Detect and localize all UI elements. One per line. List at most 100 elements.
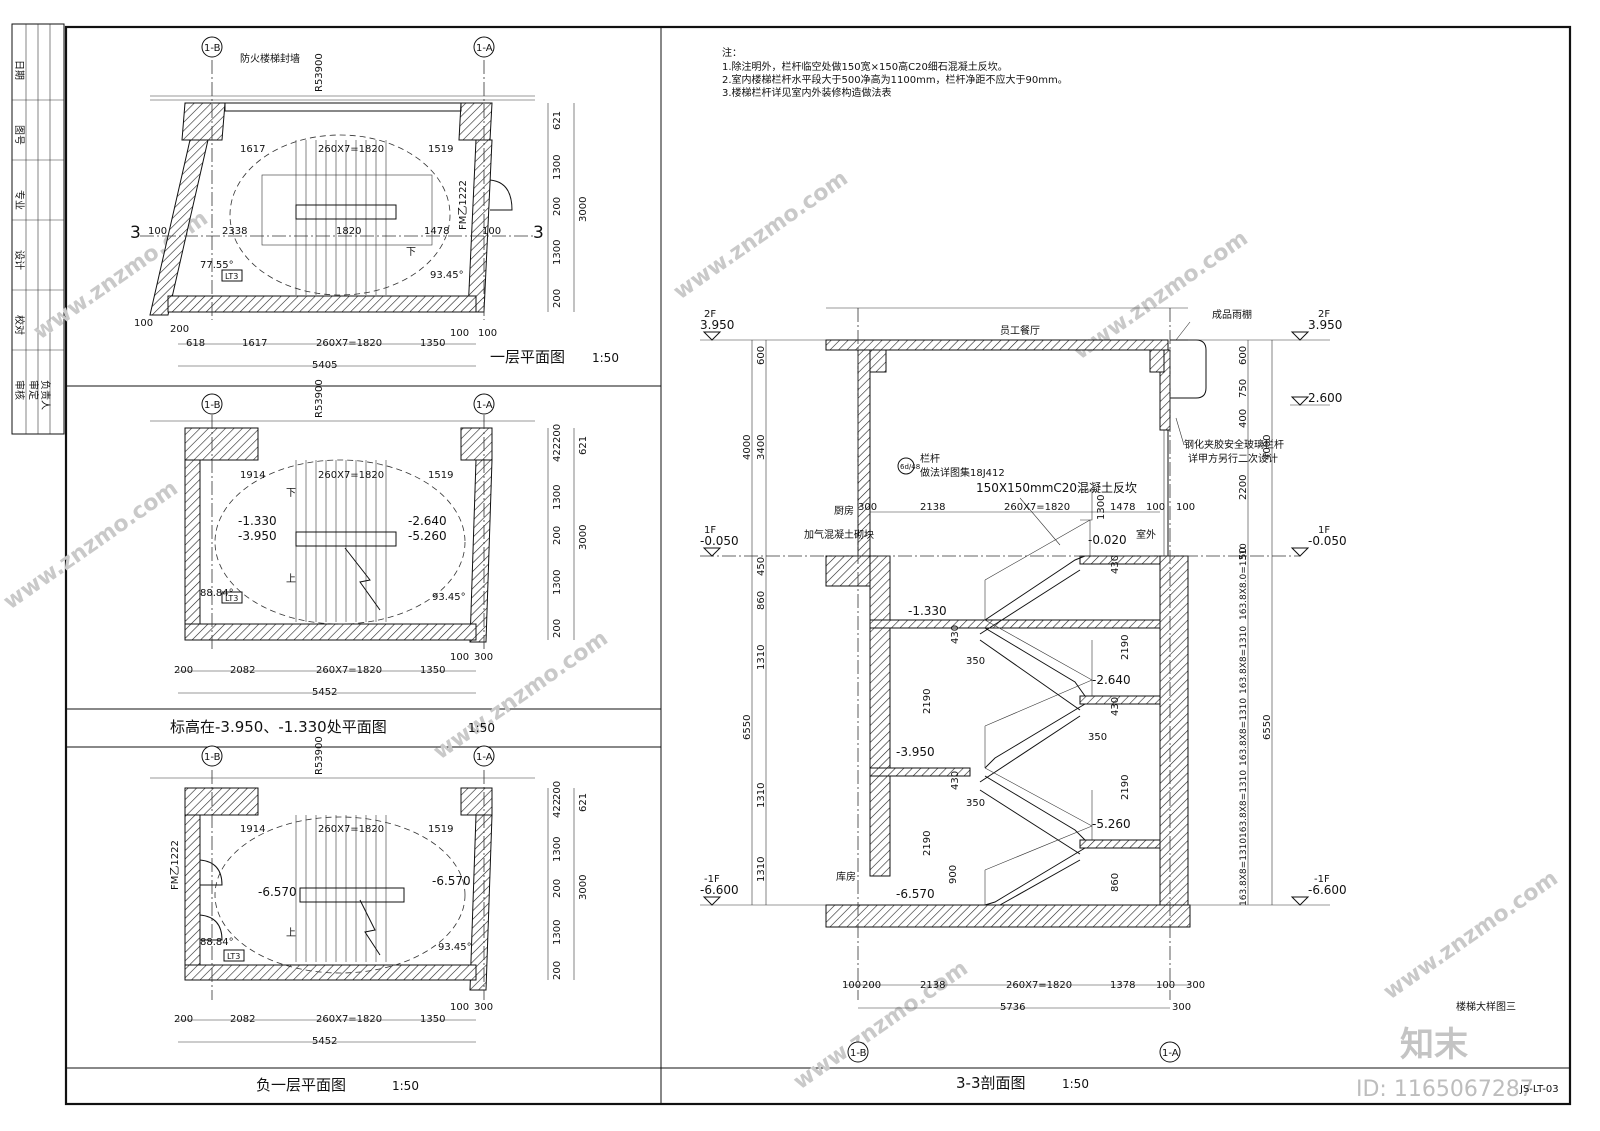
direction-mark: 下 (286, 488, 296, 499)
dim-text: 2138 (920, 980, 945, 991)
dim-text: 422 (552, 799, 563, 818)
id-label: ID: 1165067287 (1356, 1077, 1534, 1102)
section-mark: 3 (130, 223, 141, 243)
dim-text: 100 (1156, 980, 1175, 991)
dim-text: 3000 (578, 875, 589, 900)
grid-label: 1-A (476, 752, 493, 763)
level-text: -1.330 (908, 604, 947, 618)
tb-row: 审核 (13, 380, 26, 400)
plan-basement: 1-B 1-A R53900 1914 260X7=1820 1519 FM乙1… (150, 736, 589, 1094)
page-code: JS-LT-03 (1519, 1084, 1559, 1095)
dim-text: 1478 (1110, 502, 1135, 513)
angle-text: 77.55° (200, 260, 234, 271)
dim-text: 1350 (420, 665, 445, 676)
dim-total: 5736 (1000, 1002, 1025, 1013)
drawing-title: 楼梯大样图三 (1456, 1000, 1516, 1013)
dim-text: 2190 (922, 831, 933, 856)
level-text: -5.260 (1092, 817, 1131, 831)
dim-text: 1300 (552, 920, 563, 945)
angle-text: 93.45° (432, 592, 466, 603)
dim-text: 2190 (1120, 775, 1131, 800)
dim-text: 100 (450, 652, 469, 663)
dim-text: 1310 (756, 645, 767, 670)
dim-text: 430 (950, 625, 961, 644)
level-text: 2.600 (1308, 391, 1342, 405)
tb-row: 日期 (13, 60, 25, 80)
dim-text: 350 (966, 798, 985, 809)
dim-text: 1478 (424, 226, 449, 237)
room-label: 加气混凝土砌块 (804, 528, 874, 541)
grid-label: 1-A (476, 400, 493, 411)
angle-text: 88.84° (200, 937, 234, 948)
dim-text: 1617 (242, 338, 267, 349)
room-label: 成品雨棚 (1212, 308, 1252, 321)
dim-text: 350 (966, 656, 985, 667)
dim-text: 2082 (230, 665, 255, 676)
dim-text: 300 (1186, 980, 1205, 991)
dim-text: 1310 (756, 783, 767, 808)
dim-text: 260X7=1820 (318, 824, 384, 835)
dim-text: 200 (552, 289, 563, 308)
dim-text: 860 (756, 591, 767, 610)
level-text: -2.640 (408, 514, 447, 528)
dim-text: 1820 (336, 226, 361, 237)
tb-row: 图号 (13, 125, 25, 145)
dim-text: 400 (1238, 409, 1249, 428)
dim-text: 100 (482, 226, 501, 237)
room-label: 库房 (836, 870, 856, 883)
rail-note: 栏杆 (920, 452, 940, 465)
dim-text: 2138 (920, 502, 945, 513)
plan-ground-floor: 1-B 1-A 防火楼梯封墙 R53900 1617 260X7=1820 15… (130, 36, 619, 371)
dim-text: 200 (174, 665, 193, 676)
sheet-border (64, 25, 1572, 1106)
dim-text: 860 (1110, 873, 1121, 892)
dim-text: 1300 (552, 240, 563, 265)
dim-text: 3400 (756, 435, 767, 460)
level-tag: 1F (704, 525, 716, 536)
dim-text: 1350 (420, 338, 445, 349)
level-tag: -1F (704, 874, 720, 885)
grid-label: 1-B (204, 43, 221, 54)
dim-text: 260X7=1820 (316, 338, 382, 349)
dim-text: 430 (950, 771, 961, 790)
dim-text: 100 (148, 226, 167, 237)
dim-text: 6550 (1262, 715, 1273, 740)
dim-text: 1300 (552, 485, 563, 510)
level-tag: 1F (1318, 525, 1330, 536)
dim-text: 900 (948, 865, 959, 884)
dim-text: 2190 (922, 689, 933, 714)
level-text: -5.260 (408, 529, 447, 543)
title-block: 日期 图号 专业 设计 校对 审核 审定 负责人 (11, 23, 65, 435)
section-mark: 3 (533, 223, 544, 243)
level-text: -3.950 (238, 529, 277, 543)
rail-note: 做法详图集18J412 (920, 466, 1005, 479)
dim-text: 430 (1110, 555, 1121, 574)
dim-text: 621 (578, 436, 589, 455)
elevation-ref: R53900 (314, 53, 325, 92)
direction-mark: 上 (286, 927, 296, 939)
dim-text: 163.8X8=1310 (1239, 838, 1249, 906)
dim-text: 600 (1238, 346, 1249, 365)
dim-text: 422 (552, 443, 563, 462)
grid-label: 1-A (476, 43, 493, 54)
rail-note: 150X150mmC20混凝土反坎 (976, 480, 1137, 495)
dim-text: 50 (1238, 547, 1249, 560)
wall-note: 防火楼梯封墙 (240, 52, 300, 65)
tb-row: 审定 (27, 380, 40, 400)
dim-text: 2338 (222, 226, 247, 237)
angle-text: 88.84° (200, 588, 234, 599)
dim-text: 450 (756, 557, 767, 576)
level-text: -2.640 (1092, 673, 1131, 687)
note-line: 2.室内楼梯栏杆水平段大于500净高为1100mm，栏杆净距不应大于90mm。 (722, 73, 1068, 86)
section-3-3: 1-B 1-A 2F 3.950 1F -0.050 -1F -6.600 2F… (700, 307, 1347, 1092)
dim-text: 300 (858, 502, 877, 513)
grid-label: 1-A (1162, 1048, 1179, 1059)
dim-text: 163.8X8=1310 (1239, 626, 1249, 694)
dim-text: 350 (1088, 732, 1107, 743)
level-text: -1.330 (238, 514, 277, 528)
level-text: -0.050 (1308, 534, 1347, 548)
watermark-text: www.znzmo.com (1379, 866, 1563, 1005)
dim-text: 1519 (428, 824, 453, 835)
general-notes: 注： 1.除注明外，栏杆临空处做150宽×150高C20细石混凝土反坎。 2.室… (722, 46, 1068, 99)
